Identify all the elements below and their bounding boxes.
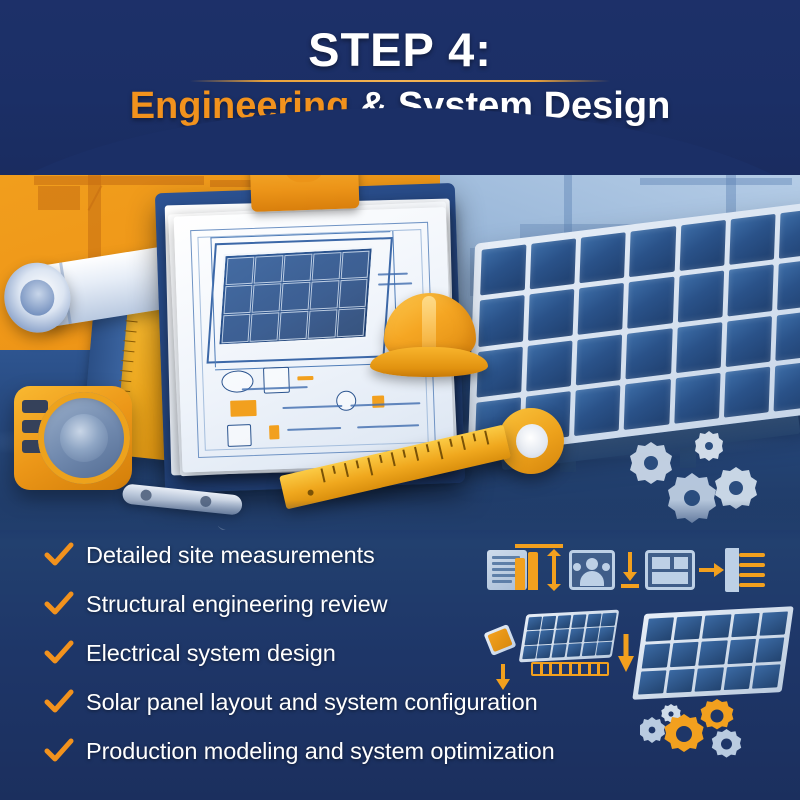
checklist: Detailed site measurements Structural en… (42, 538, 702, 783)
checklist-line (739, 563, 765, 567)
checklist-line (739, 553, 765, 557)
panel-cell (652, 572, 688, 584)
rail-tooth (561, 664, 569, 674)
check-icon (42, 638, 76, 668)
illustration-band (0, 128, 800, 530)
panel-cell (674, 557, 688, 569)
bar-chart-icon (528, 552, 538, 590)
mount-rail-icon (531, 662, 609, 676)
blueprint-symbol (226, 424, 252, 447)
small-module-icon (483, 624, 517, 656)
check-icon (42, 687, 76, 717)
panel-cell (652, 557, 670, 569)
hard-hat-brim (370, 347, 488, 377)
person-head-icon (586, 558, 598, 570)
checklist-bracket (725, 548, 739, 592)
rail-tooth (600, 664, 607, 674)
hard-hat-icon (370, 293, 488, 385)
list-item: Electrical system design (42, 636, 702, 670)
check-icon (42, 589, 76, 619)
header: STEP 4: Engineering & System Design (0, 0, 800, 175)
large-solar-panel-icon (632, 606, 794, 700)
blueprint-solar-layout (217, 246, 374, 347)
dimension-arrow-icon (515, 544, 563, 548)
checklist-line (739, 573, 765, 577)
solar-icon-row (483, 606, 794, 702)
rail-tooth (542, 664, 550, 674)
blueprint-symbol (263, 366, 290, 394)
page-title: STEP 4: (308, 23, 492, 76)
check-icon (42, 736, 76, 766)
process-icon-row (487, 544, 765, 597)
construction-crane-icon (30, 146, 210, 296)
person-body-icon (580, 571, 604, 586)
rail-tooth (581, 664, 588, 674)
small-solar-panel-icon (518, 609, 620, 663)
gears-svg (639, 699, 742, 758)
rail-tooth (533, 664, 540, 674)
check-icon (42, 540, 76, 570)
person-head-icon (602, 563, 610, 571)
list-item-label: Structural engineering review (86, 590, 388, 617)
height-arrow-icon (544, 548, 564, 597)
list-item: Production modeling and system optimizat… (42, 734, 702, 768)
rail-tooth (571, 664, 579, 674)
list-item: Structural engineering review (42, 587, 702, 621)
person-head-icon (573, 563, 581, 571)
blueprint-highlight (230, 399, 257, 417)
list-item-label: Electrical system design (86, 639, 336, 666)
people-photo-icon (569, 550, 615, 590)
blueprint-highlight (297, 375, 314, 381)
hard-hat-ridge (422, 296, 436, 358)
tape-measure-grip (22, 400, 48, 413)
list-item: Detailed site measurements (42, 538, 702, 572)
right-arrow-icon (699, 562, 725, 583)
module-frame (483, 624, 517, 656)
checklist-line (739, 583, 765, 587)
tape-measure-tool (14, 386, 132, 490)
rail-teeth (533, 664, 607, 674)
down-arrow-icon (621, 550, 639, 595)
rail-tooth (552, 664, 559, 674)
list-item-label: Solar panel layout and system configurat… (86, 688, 538, 715)
layout-panel-icon (645, 550, 695, 590)
checklist-section: Detailed site measurements Structural en… (0, 500, 800, 800)
rail-tooth (590, 664, 598, 674)
bar-chart-icon (515, 558, 525, 590)
blueprint-highlight (269, 425, 280, 440)
list-item: Solar panel layout and system configurat… (42, 685, 702, 719)
down-arrow-icon (495, 664, 511, 699)
title-divider (190, 80, 610, 82)
down-arrow-icon (617, 634, 635, 681)
tape-measure-reel (38, 392, 130, 484)
tape-roll (498, 408, 564, 474)
ruler-hole (307, 489, 315, 497)
module-cell (487, 627, 513, 653)
list-item-label: Detailed site measurements (86, 541, 375, 568)
blueprint-highlight (372, 395, 385, 408)
gear-cluster (590, 416, 790, 526)
list-item-label: Production modeling and system optimizat… (86, 737, 555, 764)
gears-svg (630, 431, 757, 523)
gear-cluster-lower (639, 696, 750, 762)
